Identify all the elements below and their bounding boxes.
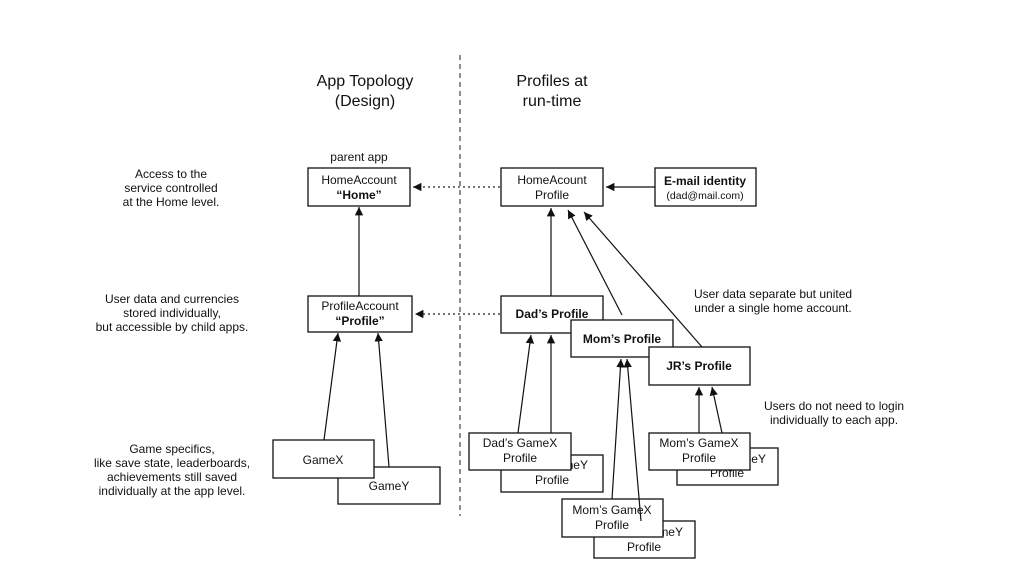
svg-text:Access to the: Access to the — [135, 167, 207, 181]
profile-account-box: ProfileAccount “Profile” — [307, 295, 413, 333]
svg-text:meY: meY — [658, 525, 683, 539]
edge-jr-to-home — [583, 211, 703, 348]
svg-text:User data separate but united: User data separate but united — [694, 287, 852, 301]
edge-mom-gamex-to-mom — [611, 358, 625, 500]
svg-text:Profile: Profile — [503, 451, 537, 465]
svg-text:Mom’s Profile: Mom’s Profile — [583, 332, 662, 346]
svg-text:GameY: GameY — [369, 479, 410, 493]
svg-text:individually at the app level.: individually at the app level. — [99, 484, 246, 498]
edge-mom-to-home — [567, 209, 623, 316]
gamex-box: GameX — [272, 439, 375, 479]
svg-text:JR’s Profile: JR’s Profile — [666, 359, 732, 373]
moms-gamex-profile-box: Mom’s GameX Profile — [561, 498, 664, 538]
svg-text:stored individually,: stored individually, — [123, 306, 221, 320]
runtime-heading-line1: Profiles at — [516, 73, 588, 90]
note-profile-level: User data and currencies stored individu… — [96, 292, 249, 334]
svg-text:Users do not need to login: Users do not need to login — [764, 399, 904, 413]
svg-text:Profile: Profile — [595, 518, 629, 532]
svg-text:HomeAccount: HomeAccount — [321, 173, 397, 187]
design-heading-line2: (Design) — [335, 93, 395, 110]
jr-gamex-profile-box: Mom’s GameX Profile — [648, 432, 751, 471]
svg-text:at the Home level.: at the Home level. — [123, 195, 220, 209]
email-identity-box: E-mail identity (dad@mail.com) — [654, 167, 757, 207]
svg-text:Profile: Profile — [535, 473, 569, 487]
dads-gamex-profile-box: Dad’s GameX Profile — [468, 432, 572, 471]
svg-text:ProfileAccount: ProfileAccount — [321, 299, 399, 313]
svg-text:Profile: Profile — [627, 540, 661, 554]
svg-text:“Profile”: “Profile” — [335, 314, 384, 328]
jrs-profile-box: JR’s Profile — [648, 346, 751, 386]
note-united-home: User data separate but united under a si… — [694, 287, 852, 315]
svg-text:under a single home account.: under a single home account. — [694, 301, 851, 315]
edge-dad-gamex-to-dad — [517, 334, 535, 434]
svg-text:Dad’s Profile: Dad’s Profile — [516, 307, 589, 321]
home-profile-box: HomeAcount Profile — [500, 167, 604, 207]
edge-jr-gamey-to-jr — [709, 386, 723, 434]
edge-mom-gamey-to-mom — [623, 358, 642, 522]
svg-text:Profile: Profile — [682, 451, 716, 465]
svg-text:Profile: Profile — [535, 188, 569, 202]
edge-gamex-to-profileaccount — [323, 332, 342, 441]
svg-text:Mom’s GameX: Mom’s GameX — [659, 436, 738, 450]
runtime-heading-line2: run-time — [523, 93, 582, 110]
svg-text:“Home”: “Home” — [336, 188, 381, 202]
svg-text:User data and currencies: User data and currencies — [105, 292, 239, 306]
svg-text:Dad’s GameX: Dad’s GameX — [483, 436, 557, 450]
svg-text:Game specifics,: Game specifics, — [129, 442, 214, 456]
svg-text:achievements still saved: achievements still saved — [107, 470, 237, 484]
design-heading-line1: App Topology — [317, 73, 414, 90]
home-account-box: HomeAccount “Home” — [307, 167, 411, 207]
svg-text:HomeAcount: HomeAcount — [517, 173, 587, 187]
edge-gamey-to-profileaccount — [374, 332, 390, 468]
parent-app-label: parent app — [330, 150, 388, 164]
svg-text:but accessible by child apps.: but accessible by child apps. — [96, 320, 249, 334]
note-game-level: Game specifics, like save state, leaderb… — [94, 442, 250, 498]
svg-text:individually to each app.: individually to each app. — [770, 413, 898, 427]
svg-text:service controlled: service controlled — [124, 181, 217, 195]
note-home-level: Access to the service controlled at the … — [123, 167, 220, 209]
svg-text:like save state, leaderboards,: like save state, leaderboards, — [94, 456, 250, 470]
svg-text:Mom’s GameX: Mom’s GameX — [572, 503, 651, 517]
svg-text:(dad@mail.com): (dad@mail.com) — [666, 190, 743, 202]
svg-text:E-mail identity: E-mail identity — [664, 174, 746, 188]
svg-text:GameX: GameX — [303, 453, 344, 467]
note-login: Users do not need to login individually … — [764, 399, 904, 427]
